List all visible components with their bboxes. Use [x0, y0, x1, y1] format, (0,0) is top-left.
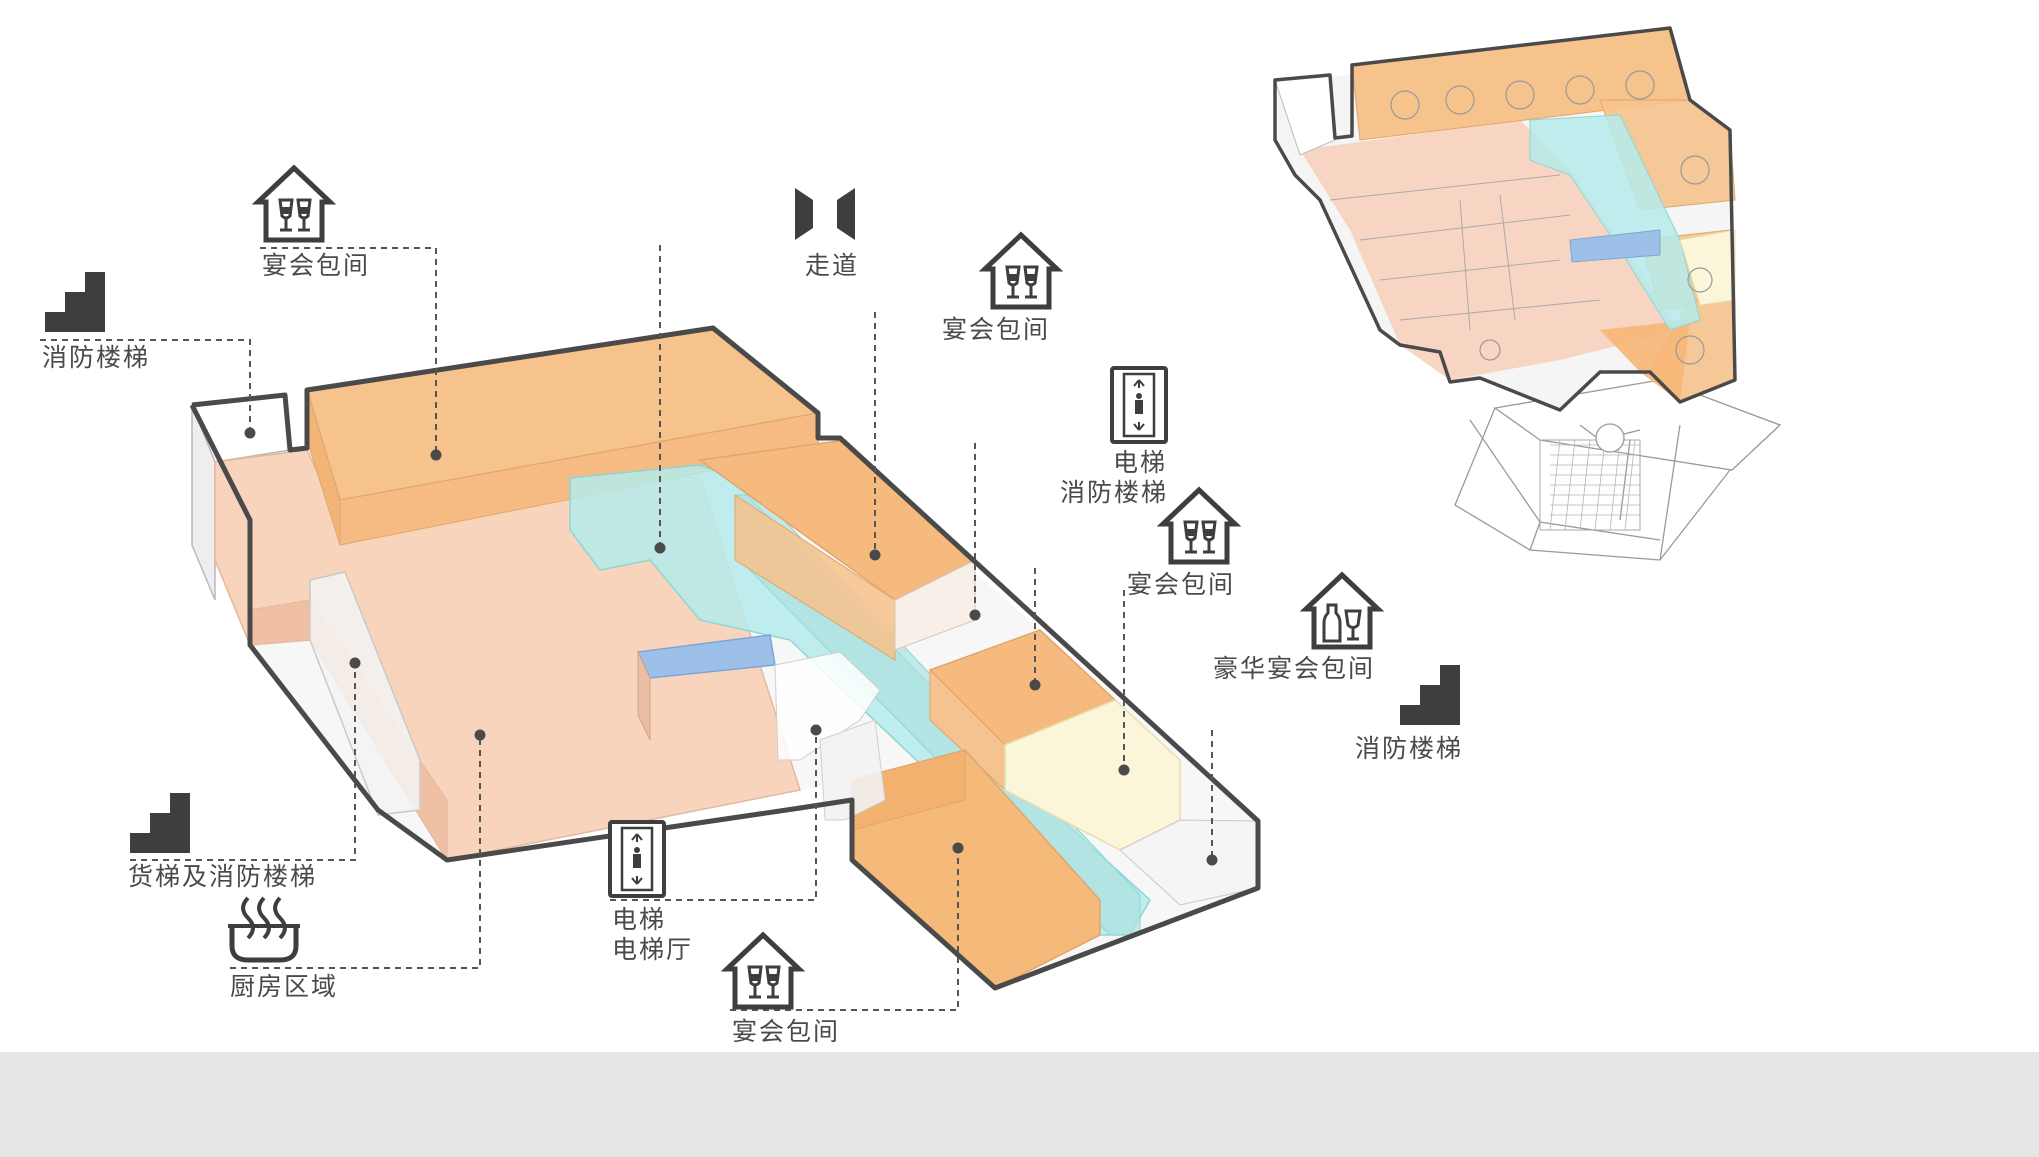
label-elevator-right: 电梯: [1112, 448, 1167, 477]
freight-stair-block: [309, 571, 421, 816]
label-luxury-banquet-room: 豪华宴会包间: [1213, 654, 1376, 683]
house-wine-glasses-icon: [727, 935, 799, 1007]
leader-lines: [40, 245, 1213, 1011]
label-fire-stairs-right: 消防楼梯: [1355, 734, 1464, 763]
label-elevator-bottom: 电梯: [612, 905, 667, 934]
label-kitchen-area: 厨房区域: [230, 972, 339, 1001]
perspective-plan-model: [1273, 26, 1782, 561]
fire-stair-left-side: [191, 404, 216, 601]
house-wine-glasses-icon: [985, 235, 1057, 307]
leader-dots: [244, 427, 1218, 866]
stairs-icon: [130, 793, 190, 853]
house-wine-glasses-icon: [258, 168, 330, 240]
corridor-doors-icon: [795, 188, 855, 240]
elevator-white-block: [774, 651, 881, 761]
label-banquet-room-mid-right: 宴会包间: [1127, 570, 1236, 599]
elevator-icon: [608, 820, 666, 898]
label-fire-stairs-left: 消防楼梯: [42, 343, 151, 372]
banquet-room-upper-right-side: [734, 494, 896, 661]
elevator-icon: [1110, 366, 1168, 444]
label-banquet-room-bottom: 宴会包间: [732, 1017, 841, 1046]
main-floor-model: [189, 325, 1261, 991]
label-freight-and-fire-stairs: 货梯及消防楼梯: [128, 862, 318, 891]
house-wine-bottle-icon: [1299, 571, 1385, 650]
label-elevator-hall: 电梯厅: [612, 935, 694, 964]
house-wine-glasses-icon: [1163, 490, 1235, 562]
label-corridor: 走道: [804, 251, 859, 280]
footer-band: [0, 1052, 2039, 1157]
label-fire-stairs-mid: 消防楼梯: [1060, 478, 1169, 507]
stairs-icon: [1400, 665, 1460, 725]
kitchen-pot-icon: [228, 896, 300, 963]
building-outline: [189, 325, 1261, 991]
stairs-icon: [45, 272, 105, 332]
label-banquet-room-upper-right: 宴会包间: [942, 315, 1051, 344]
elevator-blue-face: [637, 651, 651, 741]
label-banquet-room-top: 宴会包间: [262, 251, 371, 280]
